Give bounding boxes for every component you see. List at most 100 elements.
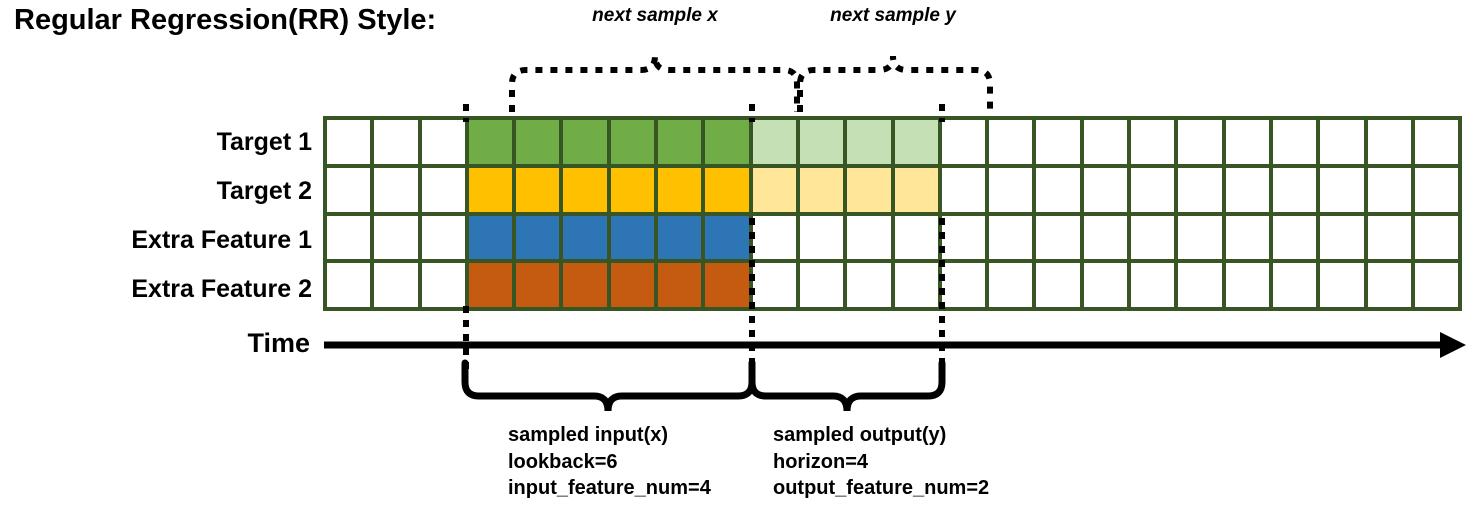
grid-cell [1414, 263, 1459, 307]
grid-cell [894, 120, 938, 164]
grid-cell [1320, 263, 1364, 307]
grid-cell [1083, 215, 1128, 260]
grid-cell [658, 120, 702, 164]
grid-cell [610, 263, 655, 307]
grid-cell [610, 167, 655, 212]
grid-cell [1131, 263, 1175, 307]
grid-cell [516, 167, 560, 212]
grid-cell [799, 120, 844, 164]
grid-cell [705, 167, 749, 212]
grid-cell [516, 263, 560, 307]
grid-cell [1036, 120, 1080, 164]
grid-cell [941, 215, 986, 260]
grid-cell [894, 215, 938, 260]
grid-cell [989, 120, 1033, 164]
grid-row [327, 167, 1459, 212]
caption-output-line-3: output_feature_num=2 [773, 477, 990, 500]
grid-cell [468, 215, 513, 260]
grid-cell [374, 120, 418, 164]
grid-cell [1272, 120, 1317, 164]
grid-cell [799, 167, 844, 212]
grid-cell [705, 263, 749, 307]
time-axis-label: Time [247, 328, 310, 358]
grid-cell [563, 120, 607, 164]
grid-cell [327, 120, 371, 164]
caption-input-line-3: input_feature_num=4 [508, 477, 711, 500]
brace-sampled-output [748, 359, 946, 412]
grid-cell [705, 120, 749, 164]
grid-row [327, 120, 1459, 164]
grid-cell [1131, 167, 1175, 212]
row-label-target-1: Target 1 [216, 128, 312, 156]
caption-sampled-input: sampled input(x) lookback=6 input_featur… [508, 422, 711, 502]
grid-cell [1036, 215, 1080, 260]
grid-cell [610, 215, 655, 260]
grid-cell [421, 215, 465, 260]
grid-cell [705, 215, 749, 260]
caption-output-line-2: horizon=4 [773, 450, 869, 473]
grid-cell [847, 120, 891, 164]
grid-cell [894, 263, 938, 307]
grid-cell [516, 120, 560, 164]
grid-cell [847, 263, 891, 307]
grid-cell [799, 215, 844, 260]
grid-cell [563, 215, 607, 260]
time-axis-arrow [324, 332, 1466, 358]
row-label-group: Target 1 Target 2 Extra Feature 1 Extra … [0, 116, 312, 312]
grid-cell [374, 167, 418, 212]
grid-cell [658, 215, 702, 260]
caption-output-line-1: sampled output(y) [773, 424, 947, 446]
grid-cell [327, 215, 371, 260]
grid-cell [1414, 120, 1459, 164]
grid-cell [1131, 120, 1175, 164]
grid-cell [752, 215, 796, 260]
grid-cell [421, 263, 465, 307]
grid-cell [563, 167, 607, 212]
brace-sampled-input [461, 359, 756, 412]
timeseries-grid [323, 116, 1462, 311]
grid-cell [1178, 263, 1222, 307]
grid-cell [516, 215, 560, 260]
grid-cell [1131, 215, 1175, 260]
annotation-next-sample-y: next sample y [830, 5, 956, 26]
grid-cell [752, 167, 796, 212]
grid-cell [1320, 120, 1364, 164]
grid-cell [1367, 215, 1411, 260]
grid-cell [989, 167, 1033, 212]
caption-input-line-1: sampled input(x) [508, 424, 669, 446]
row-label-extra-feature-1: Extra Feature 1 [131, 226, 312, 254]
grid-cell [989, 263, 1033, 307]
grid-cell [1272, 167, 1317, 212]
grid-cell [1083, 120, 1128, 164]
grid-cell [752, 263, 796, 307]
caption-input-line-2: lookback=6 [508, 450, 618, 473]
grid-row [327, 263, 1459, 307]
grid-cell [1272, 215, 1317, 260]
grid-cell [941, 263, 986, 307]
grid-cell [1036, 167, 1080, 212]
grid-cell [468, 167, 513, 212]
dotted-brace-next-sample-x [509, 55, 800, 112]
grid-cell [1414, 167, 1459, 212]
row-label-target-2: Target 2 [216, 177, 312, 205]
grid-cell [847, 167, 891, 212]
grid-cell [1225, 215, 1269, 260]
grid-cell [989, 215, 1033, 260]
grid-cell [1036, 263, 1080, 307]
grid-cell [327, 263, 371, 307]
grid-cell [1225, 120, 1269, 164]
grid-cell [1320, 215, 1364, 260]
grid-cell [658, 167, 702, 212]
grid-cell [421, 167, 465, 212]
page-title: Regular Regression(RR) Style: [14, 4, 437, 36]
grid-cell [1225, 167, 1269, 212]
grid-cell [374, 215, 418, 260]
grid-cell [610, 120, 655, 164]
grid-cell [421, 120, 465, 164]
grid-cell [658, 263, 702, 307]
grid-cell [1083, 263, 1128, 307]
grid-cell [1367, 120, 1411, 164]
grid-cell [1083, 167, 1128, 212]
grid-cell [468, 120, 513, 164]
